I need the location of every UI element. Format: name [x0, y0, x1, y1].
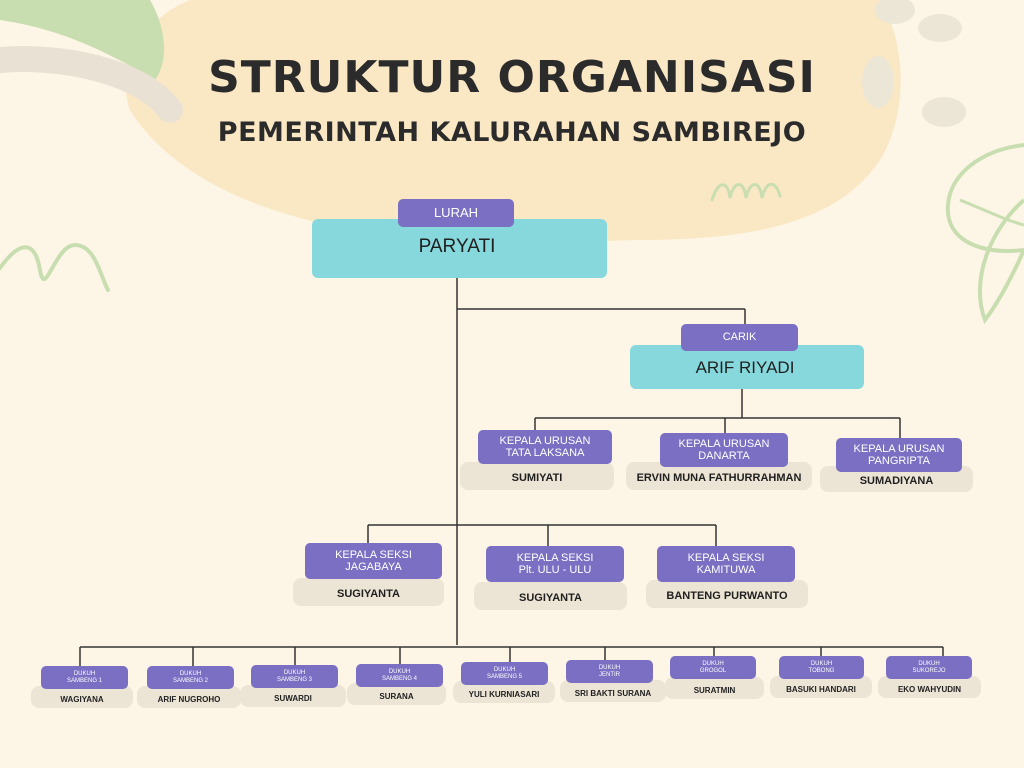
dukuh-grogol-position: DUKUH GROGOL: [670, 656, 756, 679]
carik-name: ARIF RIYADI: [695, 358, 795, 377]
pebble-decoration: [875, 0, 915, 24]
kaur-tata-laksana-name: SUMIYATI: [460, 462, 614, 490]
kaur-pangripta-position: KEPALA URUSAN PANGRIPTA: [836, 438, 962, 472]
dukuh-sambeng-2-position: DUKUH SAMBENG 2: [147, 666, 234, 689]
leaf-outline-decoration-right: [977, 198, 1024, 325]
dukuh-sambeng-4-position: DUKUH SAMBENG 4: [356, 664, 443, 687]
page-subtitle: PEMERINTAH KALURAHAN SAMBIREJO: [217, 117, 807, 148]
dukuh-sambeng-2-name: ARIF NUGROHO: [137, 686, 241, 708]
page-title: STRUKTUR ORGANISASI: [208, 52, 816, 103]
dukuh-jentir-name: SRI BAKTI SURANA: [560, 680, 666, 702]
squiggle-decoration-top: [710, 182, 782, 202]
leaf-vein-decoration: [959, 198, 1024, 227]
kasi-kamituwa-name: BANTENG PURWANTO: [646, 580, 808, 608]
carik-position-label: CARIK: [681, 324, 798, 351]
kaur-tata-laksana-position: KEPALA URUSAN TATA LAKSANA: [478, 430, 612, 464]
lurah-name-box: [312, 219, 607, 278]
pebble-decoration: [922, 97, 966, 127]
kasi-ulu-ulu-name: SUGIYANTA: [474, 582, 627, 610]
brush-stroke-decoration: [0, 46, 183, 123]
carik-name-box: [630, 345, 864, 389]
dukuh-sambeng-4-name: SURANA: [347, 683, 446, 705]
dukuh-sambeng-3-name: SUWARDI: [240, 685, 346, 707]
kasi-ulu-ulu-position: KEPALA SEKSI Plt. ULU - ULU: [486, 546, 624, 582]
dukuh-sambeng-1-name: WAGIYANA: [31, 686, 133, 708]
dukuh-sambeng-3-position: DUKUH SAMBENG 3: [251, 665, 338, 688]
dukuh-sambeng-5-name: YULI KURNIASARI: [453, 681, 555, 703]
lurah-position-label: LURAH: [398, 199, 514, 227]
dukuh-sukorejo-position: DUKUH SUKOREJO: [886, 656, 972, 679]
kasi-jagabaya-position: KEPALA SEKSI JAGABAYA: [305, 543, 442, 579]
pebble-decoration: [918, 14, 962, 42]
background-blob: [125, 0, 901, 242]
dukuh-grogol-name: SURATMIN: [665, 677, 764, 699]
dukuh-tobong-name: BASUKI HANDARI: [770, 676, 872, 698]
squiggle-decoration-left: [0, 242, 110, 292]
dukuh-sukorejo-name: EKO WAHYUDIN: [878, 676, 981, 698]
dukuh-sambeng-5-position: DUKUH SAMBENG 5: [461, 662, 548, 685]
dukuh-tobong-position: DUKUH TOBONG: [779, 656, 864, 679]
kaur-danarta-position: KEPALA URUSAN DANARTA: [660, 433, 788, 467]
kasi-jagabaya-name: SUGIYANTA: [293, 578, 444, 606]
kasi-kamituwa-position: KEPALA SEKSI KAMITUWA: [657, 546, 795, 582]
dukuh-jentir-position: DUKUH JENTIR: [566, 660, 653, 683]
pebble-decoration: [862, 56, 894, 108]
dukuh-sambeng-1-position: DUKUH SAMBENG 1: [41, 666, 128, 689]
lurah-name: PARYATI: [418, 236, 496, 257]
leaf-decoration-topleft: [0, 0, 165, 80]
